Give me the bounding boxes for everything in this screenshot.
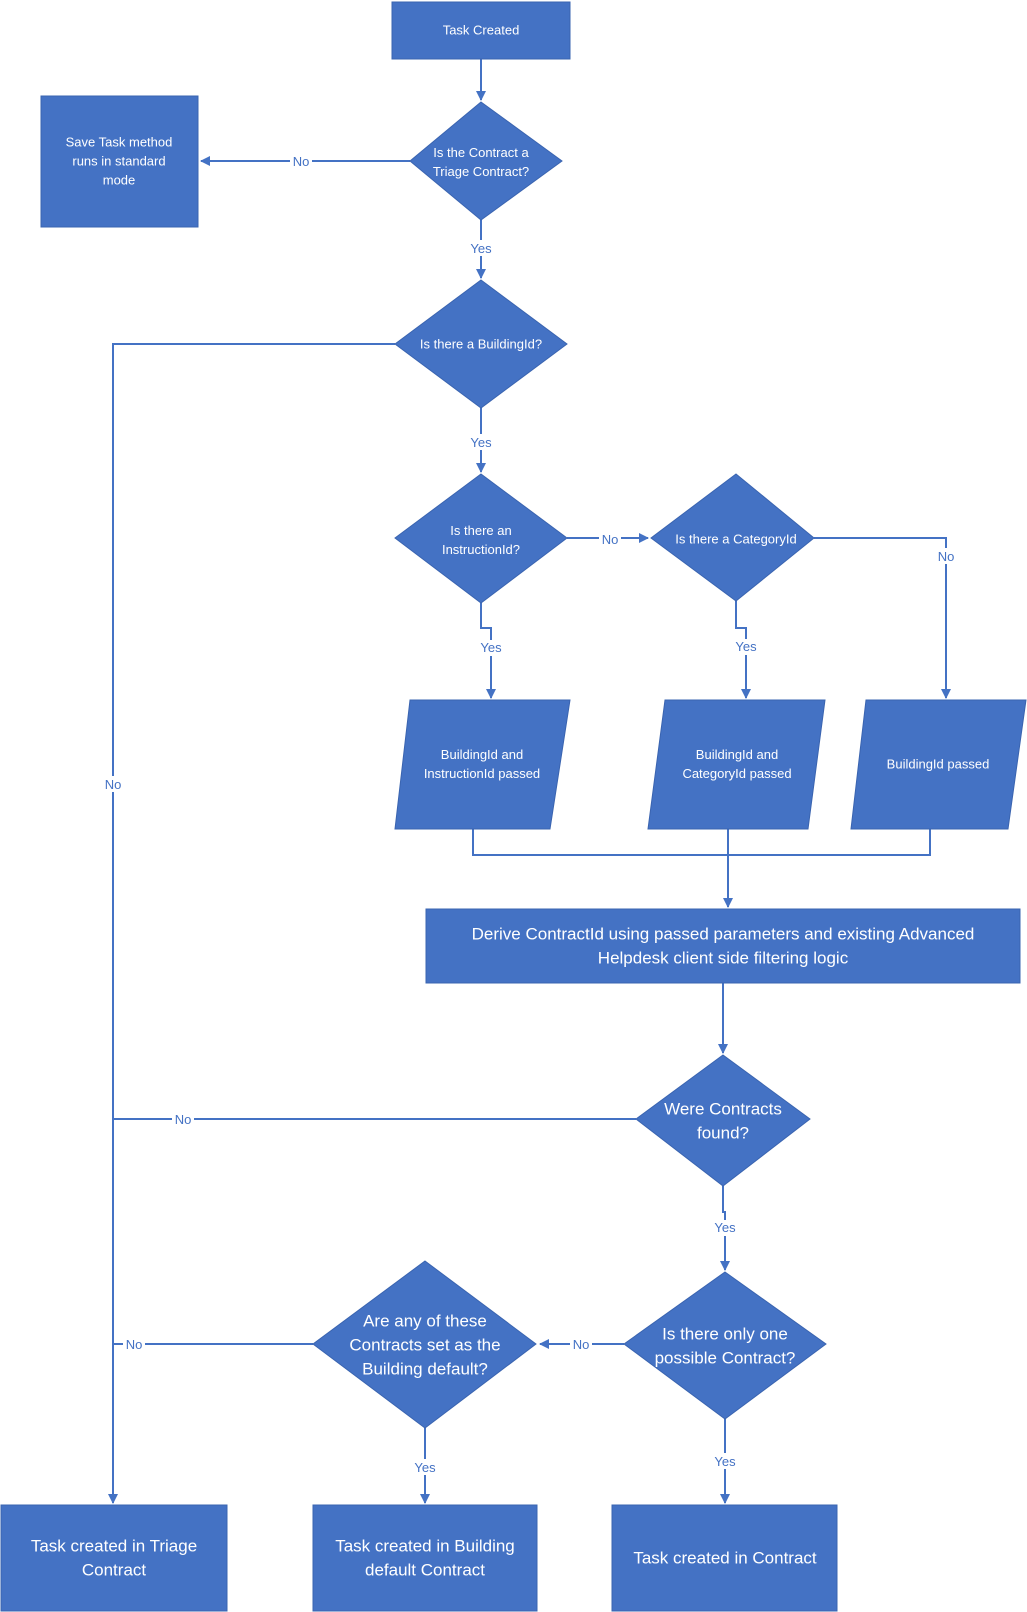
label-triage-yes: Yes — [470, 241, 492, 256]
derive-contract-text: Derive ContractId using passed parameter… — [472, 925, 975, 968]
is-instruction-line-2: InstructionId? — [442, 542, 520, 557]
edge-category-yes — [735, 601, 751, 699]
building-category-passed-line-1: BuildingId and — [696, 747, 778, 762]
task-building-default-line-1: Task created in Building — [335, 1537, 515, 1556]
task-contract-box — [611, 1504, 838, 1612]
building-default-line-3: Building default? — [362, 1360, 488, 1379]
category-decision — [650, 473, 815, 602]
is-building-line-1: Is there a BuildingId? — [420, 337, 542, 352]
task-building-default-line-2: default Contract — [365, 1561, 485, 1580]
derive-contract-line-1: Derive ContractId using passed parameter… — [472, 925, 975, 944]
label-triage-no: No — [293, 154, 310, 169]
edge-category-no — [814, 537, 951, 699]
label-contracts-no: No — [175, 1112, 192, 1127]
building-default-line-1: Are any of these — [363, 1312, 487, 1331]
label-default-no: No — [126, 1337, 143, 1352]
edge-building-no — [108, 343, 395, 1504]
label-category-yes: Yes — [735, 639, 757, 654]
task-created-text: Task Created — [443, 23, 520, 38]
save-standard-box — [40, 95, 199, 228]
building-decision — [394, 279, 568, 409]
task-building-default-text: Task created in Building default Contract — [335, 1537, 515, 1580]
only-one-line-2: possible Contract? — [655, 1349, 796, 1368]
building-passed-text: BuildingId passed — [887, 757, 990, 772]
building-default-line-2: Contracts set as the — [349, 1336, 500, 1355]
only-one-decision — [623, 1271, 827, 1420]
building-decision-text: Is there a BuildingId? — [420, 337, 542, 352]
only-one-line-1: Is there only one — [662, 1325, 788, 1344]
building-instruction-passed-line-1: BuildingId and — [441, 747, 523, 762]
task-created-line-1: Task Created — [443, 23, 520, 38]
task-triage-line-2: Contract — [82, 1561, 147, 1580]
triage-decision-text: Is the Contract a Triage Contract? — [433, 145, 530, 179]
task-triage-line-1: Task created in Triage — [31, 1537, 197, 1556]
edge-merge-left — [472, 829, 725, 856]
save-standard-line-3: mode — [103, 173, 136, 188]
only-one-text: Is there only one possible Contract? — [655, 1325, 796, 1368]
label-default-yes: Yes — [414, 1460, 436, 1475]
triage-decision — [409, 101, 563, 221]
is-instruction-line-1: Is there an — [450, 523, 511, 538]
contracts-found-line-1: Were Contracts — [664, 1100, 782, 1119]
contracts-found-line-2: found? — [697, 1124, 749, 1143]
category-decision-text: Is there a CategoryId — [675, 532, 796, 547]
edge-merge-right — [725, 829, 931, 856]
building-default-decision — [312, 1260, 537, 1429]
task-building-default-box — [312, 1504, 538, 1612]
label-building-no: No — [105, 777, 122, 792]
label-building-yes: Yes — [470, 435, 492, 450]
building-passed-line-1: BuildingId passed — [887, 757, 990, 772]
contracts-found-decision — [635, 1054, 811, 1187]
label-instruction-yes: Yes — [480, 640, 502, 655]
building-passed-box — [850, 699, 1027, 830]
edge-instruction-yes — [480, 603, 496, 699]
save-standard-line-1: Save Task method — [66, 135, 173, 150]
task-contract-line-1: Task created in Contract — [633, 1549, 817, 1568]
contracts-found-text: Were Contracts found? — [664, 1100, 782, 1143]
edge-labels: No Yes No Yes No Yes Yes No No Yes No No… — [102, 153, 957, 1475]
label-only-one-yes: Yes — [714, 1454, 736, 1469]
label-category-no: No — [938, 549, 955, 564]
label-contracts-yes: Yes — [714, 1220, 736, 1235]
save-standard-text: Save Task method runs in standard mode — [66, 135, 173, 188]
task-triage-box — [0, 1504, 228, 1612]
derive-contract-line-2: Helpdesk client side filtering logic — [598, 949, 849, 968]
building-instruction-passed-line-2: InstructionId passed — [424, 766, 540, 781]
label-instruction-no: No — [602, 532, 619, 547]
is-category-line-1: Is there a CategoryId — [675, 532, 796, 547]
building-category-passed-box — [647, 699, 826, 830]
task-contract-text: Task created in Contract — [633, 1549, 817, 1568]
save-standard-line-2: runs in standard — [72, 154, 165, 169]
instruction-decision — [394, 473, 568, 604]
is-triage-line-2: Triage Contract? — [433, 164, 529, 179]
derive-contract-box — [425, 908, 1021, 984]
is-triage-line-1: Is the Contract a — [433, 145, 529, 160]
edge-contracts-yes — [720, 1186, 730, 1271]
building-instruction-passed-box — [394, 699, 571, 830]
task-created-box — [391, 1, 571, 60]
label-only-one-no: No — [573, 1337, 590, 1352]
building-category-passed-line-2: CategoryId passed — [682, 766, 791, 781]
instruction-decision-text: Is there an InstructionId? — [442, 523, 520, 557]
